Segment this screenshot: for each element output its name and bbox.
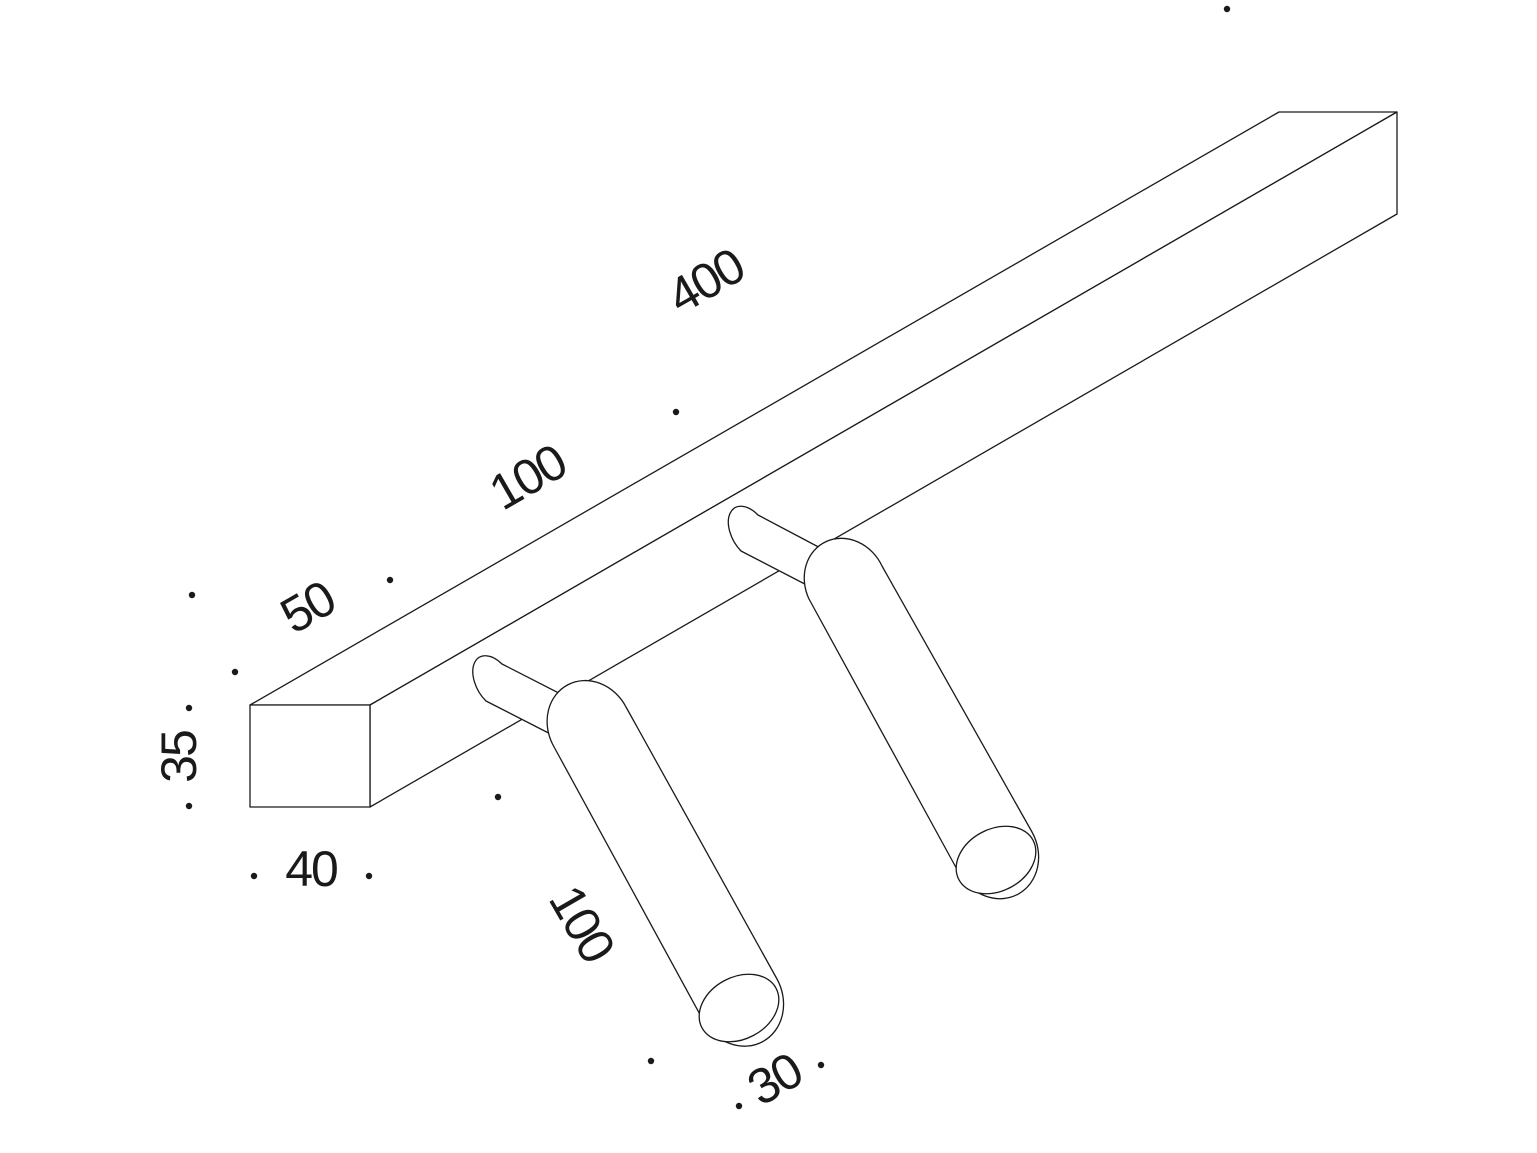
rail-end-face xyxy=(249,704,371,808)
marker-dot xyxy=(188,591,196,599)
spotlight-front-lens xyxy=(698,973,780,1043)
dimension-rail-length: 400 xyxy=(658,238,753,325)
dimension-spotlight-diameter: 30 xyxy=(738,1042,811,1116)
marker-dot xyxy=(250,872,258,880)
dimension-rail-width: 40 xyxy=(285,841,337,897)
marker-dot xyxy=(672,408,680,416)
marker-dot xyxy=(1223,5,1231,13)
dimension-markers xyxy=(185,5,1231,1110)
dimension-spotlight-length: 100 xyxy=(538,876,625,971)
marker-dot xyxy=(185,704,193,712)
spotlight-rear-lens xyxy=(955,825,1037,895)
spotlight-front-body xyxy=(546,679,785,1047)
dimension-end-offset: 50 xyxy=(271,570,344,644)
marker-dot xyxy=(817,1061,825,1069)
marker-dot xyxy=(185,802,193,810)
spotlight-rear xyxy=(727,505,1040,900)
spotlight-rear-body xyxy=(803,537,1040,900)
dimension-spotlight-spacing: 100 xyxy=(480,434,575,521)
marker-dot xyxy=(647,1057,655,1065)
marker-dot xyxy=(386,576,394,584)
marker-dot xyxy=(231,668,239,676)
spotlight-front xyxy=(472,655,785,1047)
marker-dot xyxy=(494,793,502,801)
dimension-rail-height: 35 xyxy=(151,731,207,783)
marker-dot xyxy=(365,872,373,880)
rail xyxy=(249,111,1398,808)
marker-dot xyxy=(735,1102,743,1110)
